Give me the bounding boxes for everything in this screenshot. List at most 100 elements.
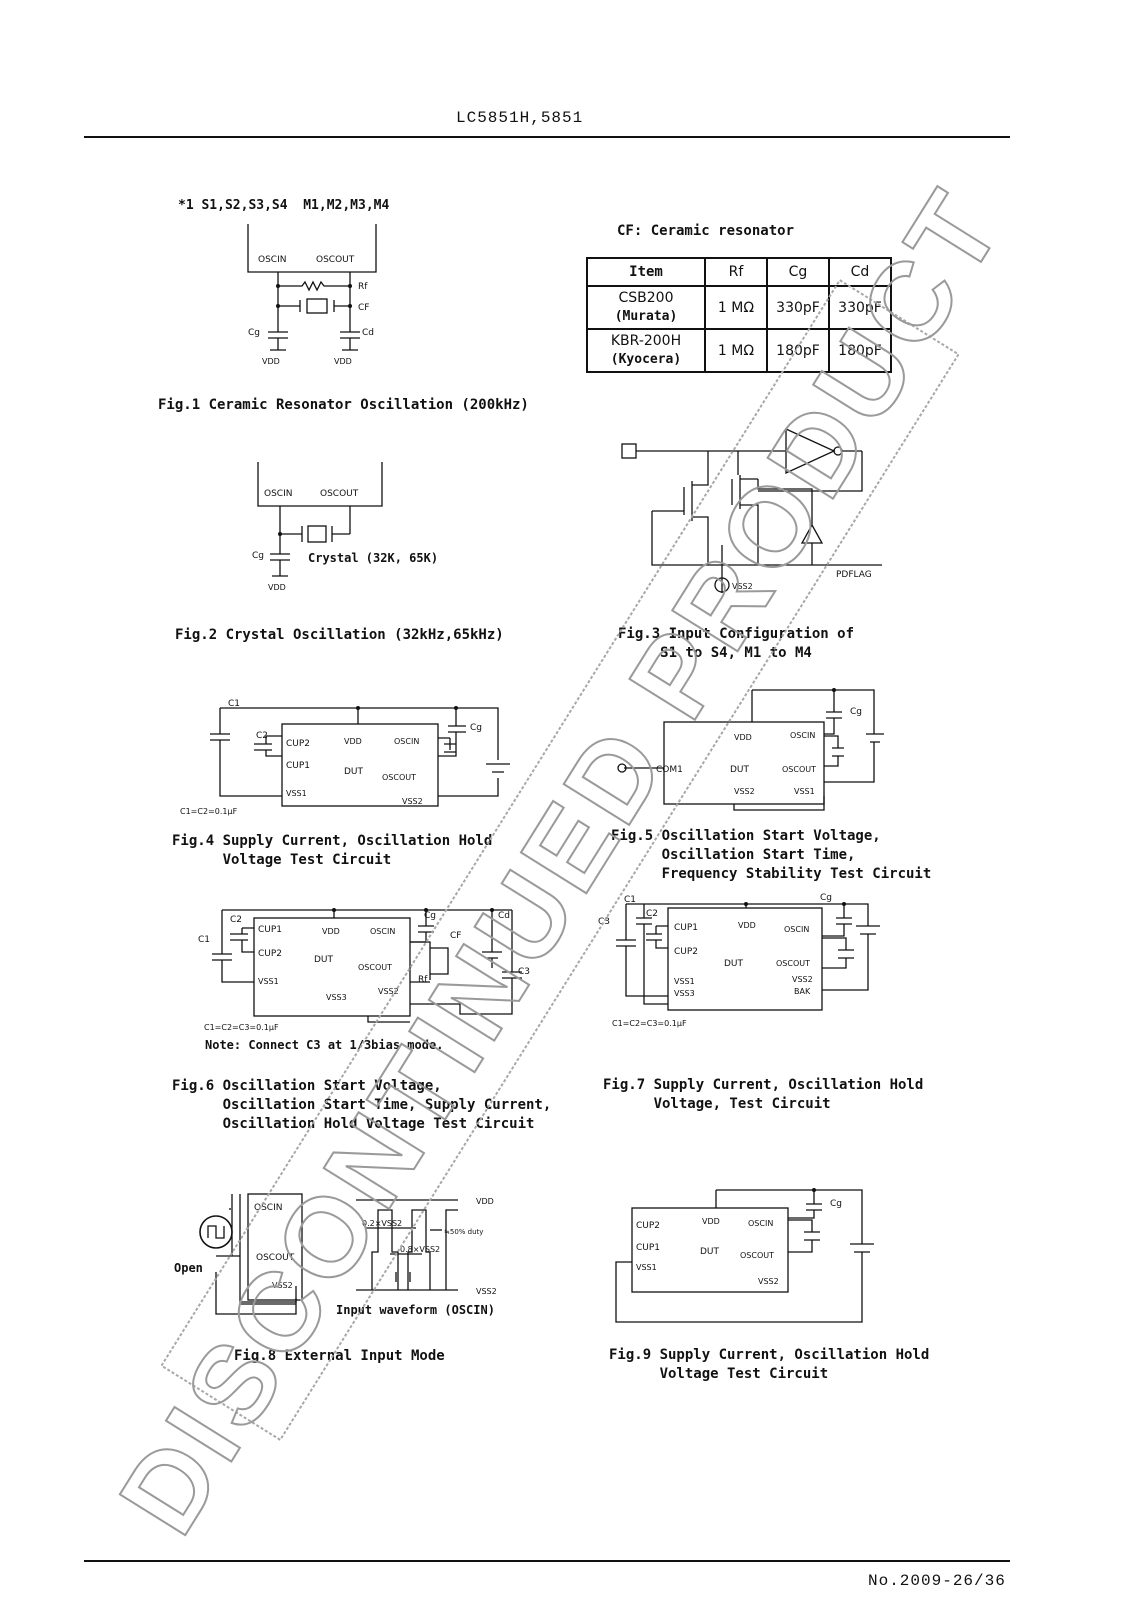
- fig6-note-values: C1=C2=C3=0.1μF: [204, 1023, 279, 1032]
- fig7-vss3-label: VSS3: [674, 989, 695, 998]
- table-header-item: Item: [586, 257, 706, 287]
- fig2-caption: Fig.2 Crystal Oscillation (32kHz,65kHz): [175, 627, 504, 643]
- fig4-note: C1=C2=0.1μF: [180, 807, 238, 816]
- fig4-oscin-label: OSCIN: [394, 737, 419, 746]
- fig5-dut-label: DUT: [730, 765, 750, 775]
- fig6-c3-label: C3: [518, 967, 530, 977]
- fig1-schematic: OSCIN OSCOUT Rf CF Cg Cd VDD VDD: [247, 224, 377, 366]
- table-row: CSB200(Murata) 1 MΩ 330pF 330pF: [586, 285, 892, 330]
- fig8-open-label: Open: [174, 1261, 203, 1275]
- fig6-oscin-label: OSCIN: [370, 927, 395, 936]
- fig1-vdd-label-2: VDD: [334, 357, 352, 366]
- resonator-model: KBR-200H: [610, 333, 682, 349]
- fig7-oscout-label: OSCOUT: [776, 959, 810, 968]
- fig3-caption: Fig.3 Input Configuration of S1 to S4, M…: [618, 626, 855, 661]
- fig6-caption: Fig.6 Oscillation Start Voltage, Oscilla…: [172, 1078, 552, 1132]
- fig1-cf-label: CF: [358, 303, 369, 313]
- fig5-oscout-label: OSCOUT: [782, 765, 816, 774]
- fig8-vdd-level: VDD: [476, 1197, 494, 1206]
- fig8-vss2-level: VSS2: [476, 1287, 497, 1296]
- table-cell-item: KBR-200H (Kyocera): [586, 328, 706, 373]
- fig7-schematic: C1 C2 C3 Cg CUP1 CUP2 VDD DUT OSCIN OSCO…: [598, 893, 880, 1028]
- fig4-c2-label: C2: [256, 731, 268, 741]
- fig5-schematic: Cg VDD OSCIN COM1 DUT OSCOUT VSS2 VSS1: [617, 688, 884, 811]
- fig7-dut-label: DUT: [724, 959, 744, 969]
- fig6-rf-label: Rf: [418, 975, 428, 985]
- fig6-vss2-label: VSS2: [378, 987, 399, 996]
- fig8-oscout-label: OSCOUT: [256, 1253, 295, 1263]
- table-cell-cg: 180pF: [766, 328, 830, 373]
- fig1-cg-label: Cg: [248, 328, 260, 338]
- fig9-cg-label: Cg: [830, 1199, 842, 1209]
- fig2-crystal-label: Crystal (32K, 65K): [308, 551, 438, 565]
- fig4-oscout-label: OSCOUT: [382, 773, 416, 782]
- watermark-text: DISCONTINUED PRODUCT: [96, 167, 1027, 1554]
- fig6-vss3-label: VSS3: [326, 993, 347, 1002]
- page-header-title: LC5851H,5851: [456, 109, 584, 127]
- fig8-waveform-label: Input waveform (OSCIN): [336, 1303, 495, 1317]
- fig6-note: Note: Connect C3 at 1/3bias mode.: [205, 1038, 444, 1052]
- fig6-schematic: C2 C1 Cg Cd CF Rf C3 CUP1 CUP2 VDD DUT O…: [198, 908, 530, 1032]
- fig6-vdd-label: VDD: [322, 927, 340, 936]
- fig8-schematic: OSCIN OSCOUT VSS2 Open VDD VSS2 0.2×VSS2…: [174, 1193, 497, 1317]
- fig8-duty-label: ≒50% duty: [444, 1228, 483, 1236]
- fig5-cg-label: Cg: [850, 707, 862, 717]
- fig1-caption: Fig.1 Ceramic Resonator Oscillation (200…: [158, 397, 529, 413]
- fig4-caption: Fig.4 Supply Current, Oscillation Hold V…: [172, 833, 493, 868]
- fig5-vss1-label: VSS1: [794, 787, 815, 796]
- cf-table-caption: CF: Ceramic resonator: [617, 223, 795, 239]
- fig9-vss1-label: VSS1: [636, 1263, 657, 1272]
- fig8-vss2-pin-label: VSS2: [272, 1281, 293, 1290]
- fig5-caption: Fig.5 Oscillation Start Voltage, Oscilla…: [611, 828, 932, 882]
- fig2-oscin-label: OSCIN: [264, 489, 292, 499]
- resonator-maker: (Kyocera): [610, 352, 682, 367]
- fig5-vss2-label: VSS2: [734, 787, 755, 796]
- resonator-model: CSB200: [618, 290, 674, 306]
- fig5-oscin-label: OSCIN: [790, 731, 815, 740]
- table-cell-cd: 330pF: [828, 285, 892, 330]
- fig8-threshold-high: 0.2×VSS2: [362, 1219, 402, 1228]
- fig7-bak-label: BAK: [794, 987, 811, 996]
- table-cell-rf: 1 MΩ: [704, 328, 768, 373]
- resonator-maker: (Murata): [614, 309, 678, 324]
- fig6-cup1-label: CUP1: [258, 925, 282, 935]
- header-rule: [84, 136, 1010, 138]
- fig3-schematic: VSS2 PDFLAG: [621, 427, 882, 593]
- fig6-cg-label: Cg: [424, 911, 436, 921]
- fig3-pdflag-label: PDFLAG: [836, 570, 872, 580]
- fig9-vdd-label: VDD: [702, 1217, 720, 1226]
- fig4-vss1-label: VSS1: [286, 789, 307, 798]
- footer-rule: [84, 1560, 1010, 1562]
- fig1-rf-label: Rf: [358, 282, 368, 292]
- fig6-cd-label: Cd: [498, 911, 510, 921]
- fig7-cg-label: Cg: [820, 893, 832, 903]
- table-row: KBR-200H(Kyocera) 1 MΩ 180pF 180pF: [586, 328, 892, 373]
- fig2-schematic: OSCIN OSCOUT Cg Crystal (32K, 65K) VDD: [252, 462, 438, 592]
- fig4-c1-label: C1: [228, 699, 240, 709]
- fig2-vdd-label: VDD: [268, 583, 286, 592]
- fig4-dut-label: DUT: [344, 767, 364, 777]
- fig7-c3-label: C3: [598, 917, 610, 927]
- fig7-vss1-label: VSS1: [674, 977, 695, 986]
- fig7-cup2-label: CUP2: [674, 947, 698, 957]
- fig4-cup1-label: CUP1: [286, 761, 310, 771]
- fig7-cup1-label: CUP1: [674, 923, 698, 933]
- fig3-vss2-label: VSS2: [732, 582, 753, 591]
- fig4-cg-label: Cg: [470, 723, 482, 733]
- fig6-oscout-label: OSCOUT: [358, 963, 392, 972]
- fig1-cd-label: Cd: [362, 328, 374, 338]
- fig5-com1-label: COM1: [656, 765, 683, 775]
- fig6-c2-label: C2: [230, 915, 242, 925]
- fig1-oscin-label: OSCIN: [258, 255, 286, 265]
- fig6-dut-label: DUT: [314, 955, 334, 965]
- fig9-cup1-label: CUP1: [636, 1243, 660, 1253]
- fig1-vdd-label: VDD: [262, 357, 280, 366]
- fig9-dut-label: DUT: [700, 1247, 720, 1257]
- fig8-threshold-low: 0.8×VSS2: [400, 1245, 440, 1254]
- table-cell-item: CSB200 (Murata): [586, 285, 706, 330]
- table-header-cg: Cg: [766, 257, 830, 287]
- fig4-schematic: C1 C2 Cg CUP2 CUP1 VDD DUT OSCIN OSCOUT …: [180, 699, 510, 816]
- fig6-cf-label: CF: [450, 931, 461, 941]
